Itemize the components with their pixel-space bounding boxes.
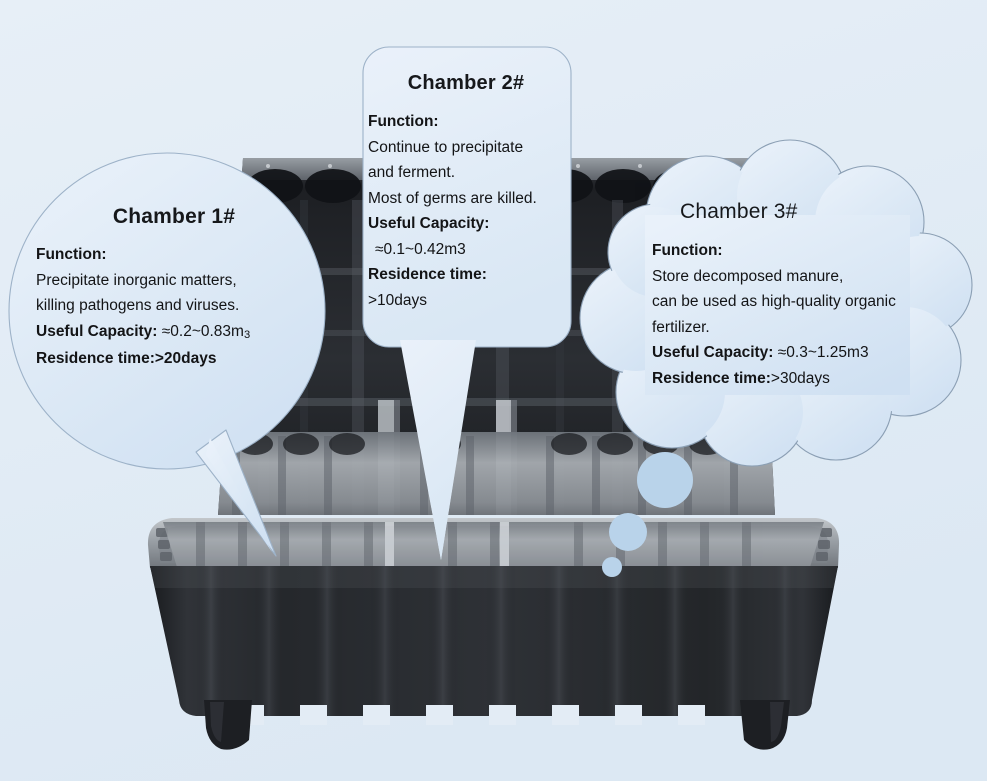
thought-dot-large <box>637 452 693 508</box>
chamber-2-function-line-3: Most of germs are killed. <box>368 189 537 207</box>
tank-feet <box>204 700 790 750</box>
chamber-3-function-line-1: Store decomposed manure, <box>652 267 844 285</box>
thought-dot-medium <box>609 513 647 551</box>
chamber-2-title: Chamber 2# <box>407 72 525 94</box>
chamber-2-function-line-1: Continue to precipitate <box>368 138 524 156</box>
chamber-3-function-line-2: can be used as high-quality organic <box>652 293 896 310</box>
chamber-2-function-line-2: and ferment. <box>368 164 456 181</box>
chamber-2-function-label: Function: <box>368 113 439 130</box>
chamber-3-residence-label: Residence time: <box>652 369 771 387</box>
chamber-3-residence: Residence time:>30days <box>652 366 952 392</box>
chamber-3-capacity: Useful Capacity: ≈0.3~1.25m3 <box>652 340 952 366</box>
callout-chamber-1-shape <box>8 152 326 557</box>
chamber-2-capacity-value: ≈0.1~0.42m3 <box>375 240 466 258</box>
chamber-3-capacity-label: Useful Capacity: <box>652 344 774 361</box>
chamber-3-function-line-3: fertilizer. <box>652 318 710 336</box>
chamber-3-title: Chamber 3# <box>680 200 798 223</box>
callout-chamber-2-shape <box>362 46 572 560</box>
chamber-2-residence-label: Residence time: <box>368 266 487 283</box>
callout-chamber-2-text: Chamber 2# Function: Continue to precipi… <box>368 72 564 313</box>
callout-chamber-3-shape <box>579 139 973 577</box>
chamber-3-function-label: Function: <box>652 242 723 259</box>
chamber-1-function-label: Function: <box>36 246 107 263</box>
chamber-1-capacity-label: Useful Capacity: <box>36 322 158 340</box>
chamber-1-function-line-1: Precipitate inorganic matters, <box>36 271 237 289</box>
thought-dot-small <box>602 557 622 577</box>
chamber-1-capacity-value: ≈0.2~0.83m <box>161 322 244 340</box>
callout-chamber-1-text: Chamber 1# Function: Precipitate inorgan… <box>36 205 312 372</box>
chamber-1-title: Chamber 1# <box>112 205 236 228</box>
chamber-1-capacity-unit: 3 <box>243 328 251 341</box>
chamber-2-capacity-label: Useful Capacity: <box>368 215 490 232</box>
chamber-3-residence-value: >30days <box>770 369 830 387</box>
tank-body <box>150 566 838 716</box>
chamber-2-residence-value: >10days <box>368 291 428 309</box>
chamber-1-residence: Residence time:>20days <box>36 350 217 367</box>
chamber-1-function-line-2: killing pathogens and viruses. <box>36 297 240 314</box>
chamber-1-capacity: Useful Capacity: ≈0.2~0.83m3 <box>36 319 312 347</box>
callout-chamber-3-text: Chamber 3# Function: Store decomposed ma… <box>652 200 952 391</box>
chamber-3-capacity-value: ≈0.3~1.25m3 <box>777 344 869 361</box>
